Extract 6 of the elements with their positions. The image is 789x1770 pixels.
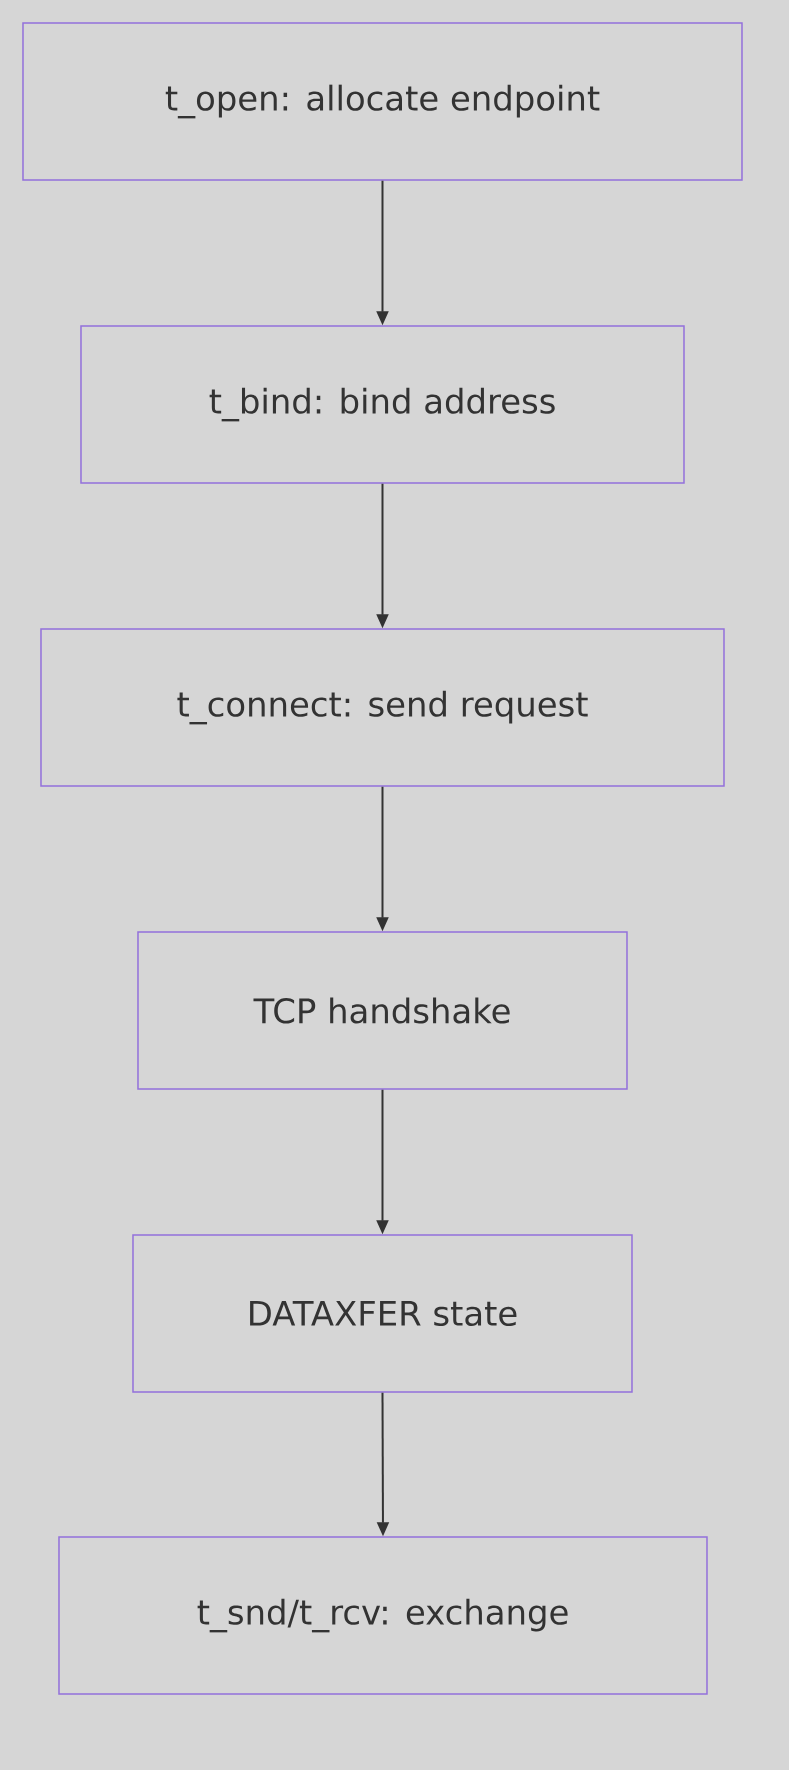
process-box: DATAXFER state [132, 1234, 633, 1393]
process-box: t_connect: send request [40, 628, 725, 787]
process-box: t_open: allocate endpoint [22, 22, 743, 181]
process-box: t_snd/t_rcv: exchange [58, 1536, 708, 1695]
process-box: t_bind: bind address [80, 325, 685, 484]
process-box: TCP handshake [137, 931, 628, 1090]
